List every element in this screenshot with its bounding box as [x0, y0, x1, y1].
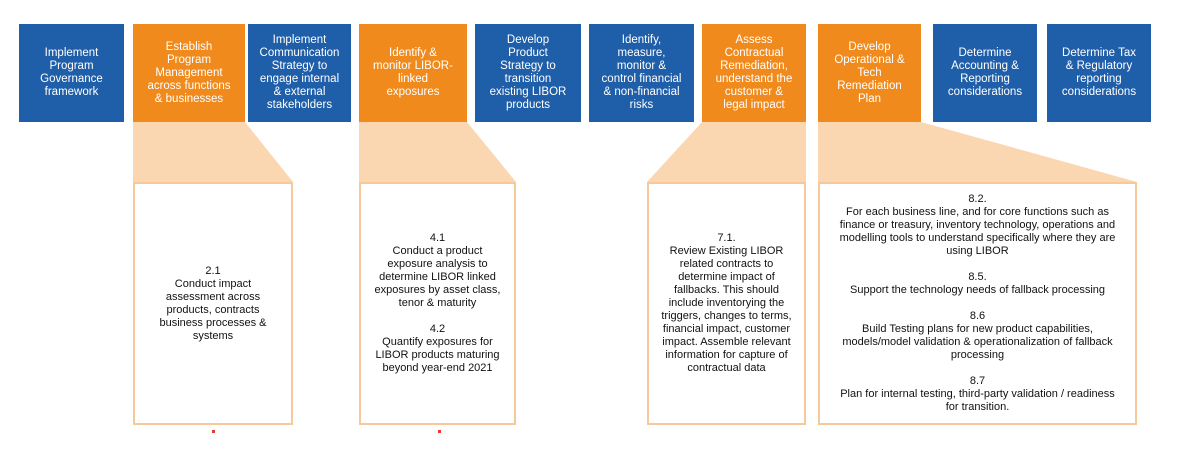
step-accounting-label: Determine Accounting & Reporting conside… — [947, 47, 1023, 98]
step-contractual-remediation-label: Assess Contractual Remediation, understa… — [715, 34, 793, 111]
step-tax-regulatory-label: Determine Tax & Regulatory reporting con… — [1061, 47, 1137, 98]
detail-item-8-7: 8.7 Plan for internal testing, third-par… — [840, 375, 1115, 413]
step-communication-label: Implement Communication Strategy to enga… — [259, 34, 340, 111]
funnel-step-7 — [647, 122, 806, 182]
detail-item-8-2: 8.2. For each business line, and for cor… — [839, 193, 1116, 257]
step-tax-regulatory: Determine Tax & Regulatory reporting con… — [1047, 24, 1151, 122]
step-product-strategy-label: Develop Product Strategy to transition e… — [489, 34, 567, 111]
step-risks: Identify, measure, monitor & control fin… — [589, 24, 694, 122]
step-contractual-remediation: Assess Contractual Remediation, understa… — [702, 24, 806, 122]
detail-item-4-2: 4.2 Quantify exposures for LIBOR product… — [375, 323, 500, 374]
step-tech-remediation-label: Develop Operational & Tech Remediation P… — [834, 40, 905, 105]
red-mark — [438, 430, 441, 433]
detail-item-4-1: 4.1 Conduct a product exposure analysis … — [374, 232, 501, 309]
step-governance-label: Implement Program Governance framework — [40, 47, 103, 98]
red-mark — [212, 430, 215, 433]
step-libor-exposures-label: Identify & monitor LIBOR- linked exposur… — [373, 47, 453, 98]
step-communication: Implement Communication Strategy to enga… — [248, 24, 351, 122]
funnel-step-8 — [818, 122, 1137, 182]
step-product-strategy: Develop Product Strategy to transition e… — [475, 24, 581, 122]
step-program-management-label: Establish Program Management across func… — [147, 40, 231, 105]
step-program-management: Establish Program Management across func… — [133, 24, 245, 122]
detail-box-8: 8.2. For each business line, and for cor… — [818, 182, 1137, 425]
funnel-step-4 — [359, 122, 516, 182]
step-governance: Implement Program Governance framework — [19, 24, 124, 122]
step-tech-remediation: Develop Operational & Tech Remediation P… — [818, 24, 921, 122]
step-risks-label: Identify, measure, monitor & control fin… — [601, 34, 682, 111]
detail-box-2: 2.1 Conduct impact assessment across pro… — [133, 182, 293, 425]
detail-box-4: 4.1 Conduct a product exposure analysis … — [359, 182, 516, 425]
detail-item-7-1: 7.1. Review Existing LIBOR related contr… — [661, 232, 792, 374]
detail-item-2-1: 2.1 Conduct impact assessment across pro… — [159, 264, 267, 342]
step-libor-exposures: Identify & monitor LIBOR- linked exposur… — [359, 24, 467, 122]
funnel-step-2 — [133, 122, 293, 182]
detail-box-7: 7.1. Review Existing LIBOR related contr… — [647, 182, 806, 425]
detail-item-8-6: 8.6 Build Testing plans for new product … — [842, 310, 1113, 361]
step-accounting: Determine Accounting & Reporting conside… — [933, 24, 1037, 122]
detail-item-8-5: 8.5. Support the technology needs of fal… — [850, 271, 1105, 296]
